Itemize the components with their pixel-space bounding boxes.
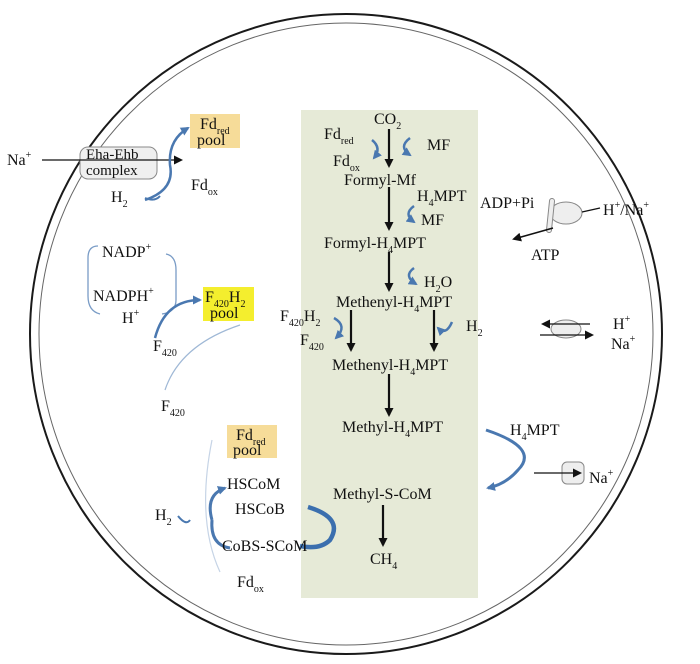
- proton-influx-line: [581, 207, 601, 213]
- eha-ehb-label-1: Eha-Ehb: [86, 147, 138, 163]
- fd-ox-label-top: Fdox: [333, 153, 360, 174]
- cell-membrane-outer: [29, 13, 663, 655]
- formyl-mf-label: Formyl-Mf: [344, 172, 417, 189]
- hscob-label: HSCoB: [235, 501, 285, 518]
- atp-product-arrow: [512, 227, 554, 242]
- hscom-label: HSCoM: [227, 476, 280, 493]
- cell-membrane-inner: [38, 22, 654, 646]
- f420-label-a: F420: [153, 338, 177, 359]
- f420-label-b: F420: [161, 398, 185, 419]
- adp-pi-label: ADP+Pi: [480, 195, 535, 212]
- fd-red-label-top: Fdred: [324, 126, 354, 147]
- f420-label-left: F420: [300, 332, 324, 353]
- eha-ehb-label-2: complex: [86, 163, 138, 179]
- h-na-right-label: H+/Na+: [603, 200, 649, 219]
- fd-red-pool-box-bottom: [227, 425, 277, 458]
- h2-label-mid: H2: [466, 318, 483, 339]
- f420-return-arrow: [164, 324, 241, 391]
- na-plus-bottom-label: Na+: [589, 468, 614, 487]
- h2-hdr-label: H2: [155, 507, 172, 528]
- nadp-plus-label: NADP+: [102, 242, 152, 261]
- methyl-h4mpt-label: Methyl-H4MPT: [342, 419, 443, 440]
- mf-release-curve: [401, 137, 412, 157]
- h-plus-right-label: H+: [613, 314, 631, 333]
- fd-red-pool-label-bottom: Fdred: [236, 427, 266, 448]
- h2-oxidation-arrow: [144, 195, 161, 201]
- h4mpt-label-1: H4MPT: [417, 188, 467, 209]
- fd-ox-eha-label: Fdox: [191, 177, 218, 198]
- f420h2-pool-word: pool: [210, 305, 239, 322]
- mf-label-2: MF: [421, 212, 444, 229]
- h4mpt-right-label: H4MPT: [510, 422, 560, 443]
- f420h2-pool-label: F420H2: [205, 289, 245, 310]
- cobs-scom-label: CoBS-SCoM: [222, 538, 307, 555]
- fd-pool-link-line: [205, 439, 221, 573]
- h2-hdr-curve: [177, 515, 191, 524]
- h2o-release-curve: [407, 266, 418, 286]
- h2-eha-label: H2: [111, 189, 128, 210]
- hdr-arrow: [208, 486, 227, 521]
- eha-ehb-complex-box: [79, 146, 158, 180]
- h-plus-nadph-label: H+: [122, 308, 140, 327]
- nadph-plus-label: NADPH+: [93, 286, 154, 305]
- formyl-h4mpt-label: Formyl-H4MPT: [324, 235, 426, 256]
- f420-reduction-arrow: [153, 295, 202, 339]
- h2-curve: [436, 321, 454, 337]
- atp-synthase: [549, 201, 583, 225]
- methyl-scom-label: Methyl-S-CoM: [333, 486, 432, 503]
- methyl-transfer-arrow: [485, 428, 526, 491]
- eha-fd-arrow: [144, 126, 190, 202]
- h2o-label: H2O: [424, 274, 452, 295]
- pool-label-bottom: pool: [233, 442, 262, 459]
- f420h2-curve: [333, 316, 345, 340]
- fd-ox-bottom-label: Fdox: [237, 574, 264, 595]
- f420h2-label-left: F420H2: [280, 308, 320, 329]
- atp-label: ATP: [531, 247, 560, 264]
- fd-reduction-curve: [371, 139, 382, 160]
- h4mpt-in-curve: [405, 204, 416, 224]
- fd-red-pool-label-top: Fdred: [200, 116, 230, 137]
- co2-label: CO2: [374, 111, 401, 132]
- methylene-h4mpt-label: Methenyl-H4MPT: [332, 357, 448, 378]
- ch4-label: CH4: [370, 551, 397, 572]
- hscob-cycle-arrow: [299, 504, 337, 550]
- methenyl-h4mpt-label: Methenyl-H4MPT: [336, 294, 452, 315]
- hdr-lower-arrow: [210, 519, 231, 550]
- atp-synthase-stalk-inner: [547, 199, 554, 232]
- mf-label-top: MF: [427, 137, 450, 154]
- f420h2-pool-box: [203, 287, 254, 321]
- fd-red-pool-box-top: [190, 114, 240, 148]
- pool-label-top: pool: [197, 132, 226, 149]
- na-plus-left-label: Na+: [7, 150, 32, 169]
- na-plus-right-label: Na+: [611, 334, 636, 353]
